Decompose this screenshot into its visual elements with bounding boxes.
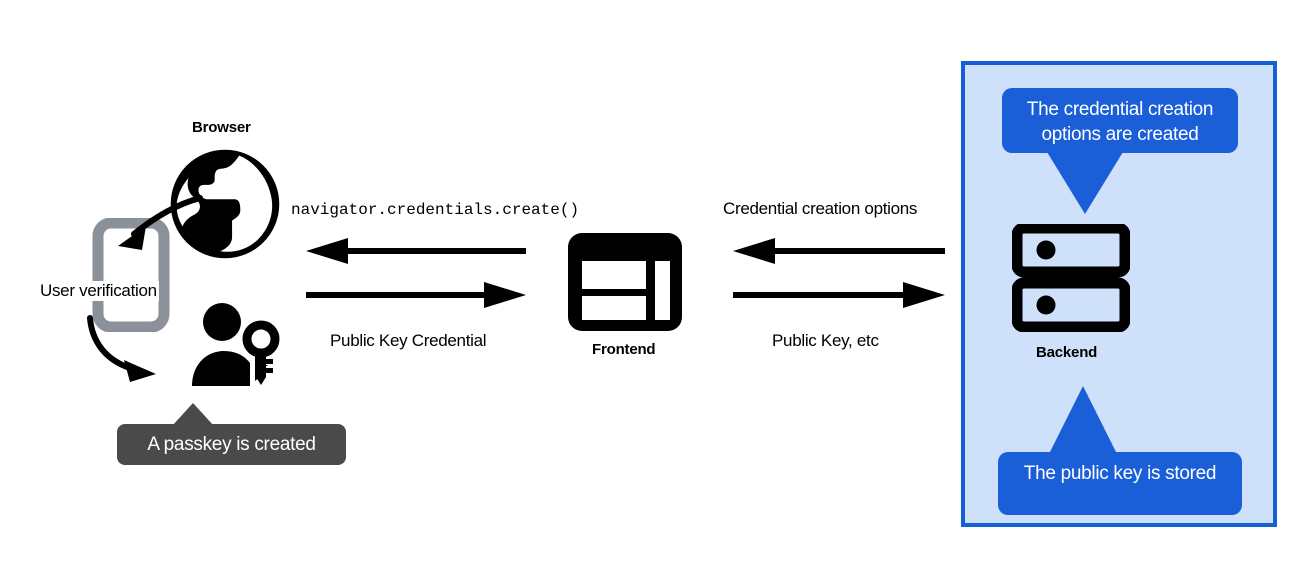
flow-label-public-key-credential: Public Key Credential xyxy=(330,331,487,350)
arrow-browser-to-phone xyxy=(118,195,203,250)
tooltip-pointer xyxy=(172,403,214,426)
callout-public-key-stored: The public key is stored xyxy=(998,452,1242,515)
callout-pointer-down xyxy=(1047,152,1123,214)
flow-label-navigator-create: navigator.credentials.create() xyxy=(291,201,580,219)
arrow-phone-to-user xyxy=(87,315,156,382)
browser-label: Browser xyxy=(192,119,251,136)
smartphone-icon xyxy=(92,218,170,332)
globe-icon xyxy=(170,149,280,259)
server-icon xyxy=(1012,224,1130,332)
backend-label: Backend xyxy=(1036,344,1098,361)
arrow-frontend-to-backend xyxy=(733,282,945,308)
arrow-frontend-to-browser xyxy=(306,238,526,264)
person-with-key-icon xyxy=(192,303,280,386)
callout-credential-options: The credential creation options are crea… xyxy=(1002,88,1238,153)
arrow-browser-to-frontend xyxy=(306,282,526,308)
flow-label-public-key-etc: Public Key, etc xyxy=(772,331,879,350)
dashboard-icon xyxy=(568,233,682,331)
frontend-label: Frontend xyxy=(592,341,656,358)
tooltip-passkey-created: A passkey is created xyxy=(117,424,346,465)
flow-label-credential-creation-options: Credential creation options xyxy=(723,199,918,218)
callout-pointer-up xyxy=(1050,386,1116,452)
arrow-backend-to-frontend xyxy=(733,238,945,264)
user-verification-label: User verification xyxy=(38,281,159,301)
